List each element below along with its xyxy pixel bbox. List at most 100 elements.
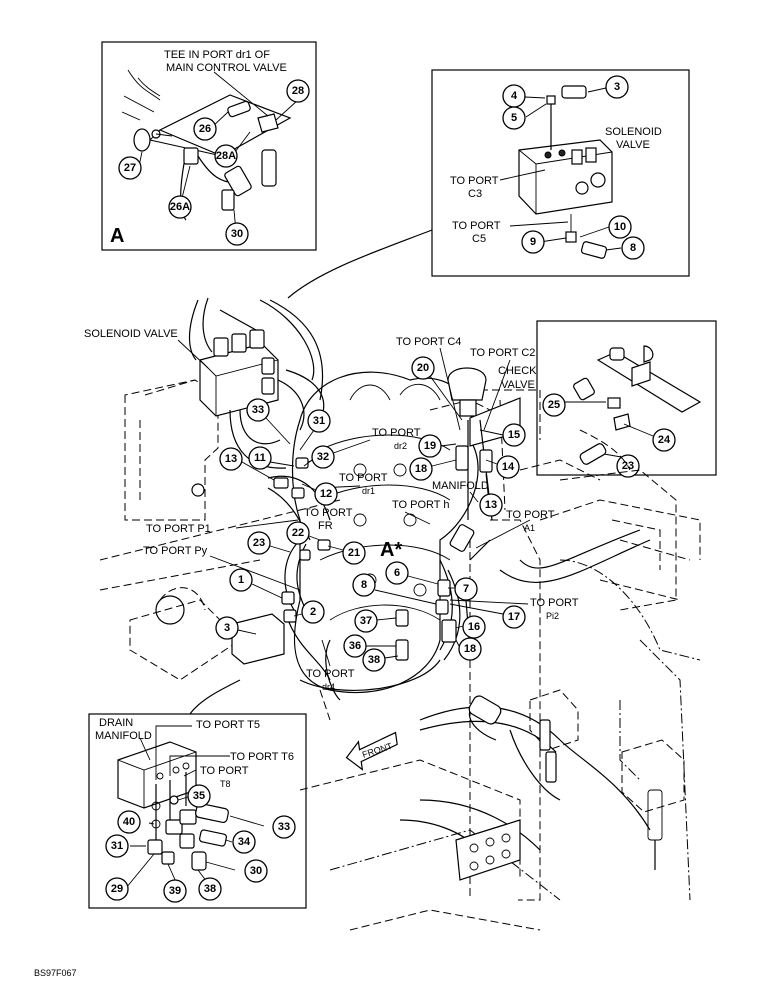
svg-text:10: 10 (614, 221, 626, 233)
callout-31: 31 (105, 834, 129, 858)
to-port-t6-label: TO PORT T6 (230, 751, 294, 763)
to-port-a1-line1: TO PORT (506, 509, 555, 521)
callout-33: 32 (303, 445, 335, 469)
svg-text:38: 38 (368, 654, 380, 666)
to-port-dr2-line1: TO PORT (372, 427, 421, 439)
to-port-c3-line1: TO PORT (450, 175, 499, 187)
svg-text:8: 8 (361, 579, 367, 591)
callout-8-main: 8 (352, 573, 437, 605)
svg-text:38: 38 (204, 883, 216, 895)
to-port-pi2-line1: TO PORT (530, 597, 579, 609)
cap-part (133, 128, 151, 152)
svg-text:31: 31 (313, 415, 325, 427)
svg-text:27: 27 (124, 162, 136, 174)
svg-text:20: 20 (417, 362, 429, 374)
svg-text:34: 34 (238, 836, 251, 848)
callout-20: 20 (411, 356, 463, 421)
to-port-c5-line2: C5 (472, 233, 486, 245)
callout-10: 10 (608, 215, 632, 239)
callout-13-right: 13 (479, 473, 503, 517)
callout-28a: 28A (214, 144, 238, 168)
callout-18-bottom: 18 (455, 637, 482, 661)
svg-text:4: 4 (511, 90, 518, 102)
callout-2: 2 (293, 600, 325, 624)
callout-13-left: 13 (219, 447, 275, 481)
callout-27: 27 (118, 156, 142, 180)
inset-solenoid-label-2: VALVE (616, 139, 650, 151)
check-valve-label-2: VALVE (501, 379, 535, 391)
callout-39-main: 38 (362, 648, 399, 672)
svg-text:30: 30 (250, 865, 262, 877)
to-port-c5-line1: TO PORT (452, 220, 501, 232)
svg-text:22: 22 (292, 527, 304, 539)
callout-41: 40 (117, 810, 141, 834)
callout-26a: 26A (168, 195, 192, 219)
main-labels: SOLENOID VALVE TO PORT C4 TO PORT C2 CHE… (84, 328, 579, 692)
body-fittings (231, 457, 457, 665)
callout-14: 14 (485, 455, 520, 479)
svg-text:35: 35 (193, 790, 205, 802)
svg-text:26A: 26A (170, 201, 190, 213)
callout-15: 15 (479, 423, 526, 447)
svg-text:31: 31 (111, 840, 123, 852)
to-port-dr2-line2: dr2 (394, 441, 407, 451)
callout-34: 33 (246, 398, 291, 445)
to-port-a1-line2: A1 (524, 523, 535, 533)
to-port-p1-label: TO PORT P1 (146, 523, 211, 535)
svg-text:32: 32 (317, 451, 329, 463)
svg-text:9: 9 (530, 236, 536, 248)
svg-text:8: 8 (630, 242, 636, 254)
callout-35: 34 (232, 830, 256, 854)
callout-36: 35 (187, 784, 211, 808)
svg-text:28: 28 (292, 85, 304, 97)
callout-17: 17 (449, 603, 526, 629)
svg-text:23: 23 (253, 537, 265, 549)
svg-text:28A: 28A (216, 150, 236, 162)
to-port-c3-line2: C3 (468, 188, 482, 200)
svg-text:15: 15 (508, 429, 520, 441)
callout-34-inset: 33 (272, 815, 296, 839)
solenoid-valve-inset: SOLENOID VALVE TO PORT C3 TO PORT C5 4 3… (287, 69, 690, 299)
to-port-dr1-line2: dr1 (362, 486, 375, 496)
to-port-dr1-line1: TO PORT (339, 472, 388, 484)
detail-a-letter: A (110, 225, 124, 247)
callout-39-inset: 38 (198, 877, 222, 901)
callout-25: 25 (542, 393, 566, 417)
callout-32: 31 (299, 409, 331, 451)
svg-text:39: 39 (169, 885, 181, 897)
drain-manifold-inset: DRAIN MANIFOLD TO PORT T5 TO PORT T6 TO … (88, 679, 307, 909)
callout-24: 24 (652, 428, 676, 452)
to-port-t8-line2: T8 (220, 779, 231, 789)
svg-text:1: 1 (238, 574, 244, 586)
to-port-dr4-line2: dr4 (322, 682, 335, 692)
callout-18-top: 18 (409, 457, 457, 481)
svg-text:3: 3 (614, 81, 620, 93)
svg-text:17: 17 (508, 611, 520, 623)
callout-5: 5 (502, 106, 526, 130)
to-port-fr-line2: FR (318, 520, 333, 532)
callout-19: 19 (418, 434, 457, 458)
svg-text:11: 11 (254, 452, 266, 464)
callout-12: 12 (301, 482, 338, 506)
callout-30: 29 (105, 877, 129, 901)
to-port-t5-label: TO PORT T5 (196, 719, 260, 731)
to-port-pi2-line2: Pi2 (546, 611, 559, 621)
svg-text:36: 36 (349, 640, 361, 652)
callout-23: 23 (247, 531, 291, 555)
check-valve-label-1: CHECK (498, 365, 537, 377)
callout-1: 1 (229, 568, 283, 599)
callout-11: 11 (248, 446, 295, 470)
svg-text:12: 12 (320, 488, 332, 500)
svg-text:40: 40 (123, 816, 135, 828)
hose-lines (267, 475, 651, 881)
svg-text:33: 33 (252, 404, 264, 416)
svg-text:18: 18 (464, 643, 476, 655)
to-port-c4-label: TO PORT C4 (396, 336, 461, 348)
manifold-label: MANIFOLD (432, 480, 489, 492)
svg-text:29: 29 (111, 883, 123, 895)
callout-37: 36 (343, 634, 396, 658)
callout-3-main: 3 (215, 616, 257, 640)
inset-solenoid-label-1: SOLENOID (605, 126, 662, 138)
solenoid-valve-label: SOLENOID VALVE (84, 328, 178, 340)
svg-text:21: 21 (348, 547, 360, 559)
